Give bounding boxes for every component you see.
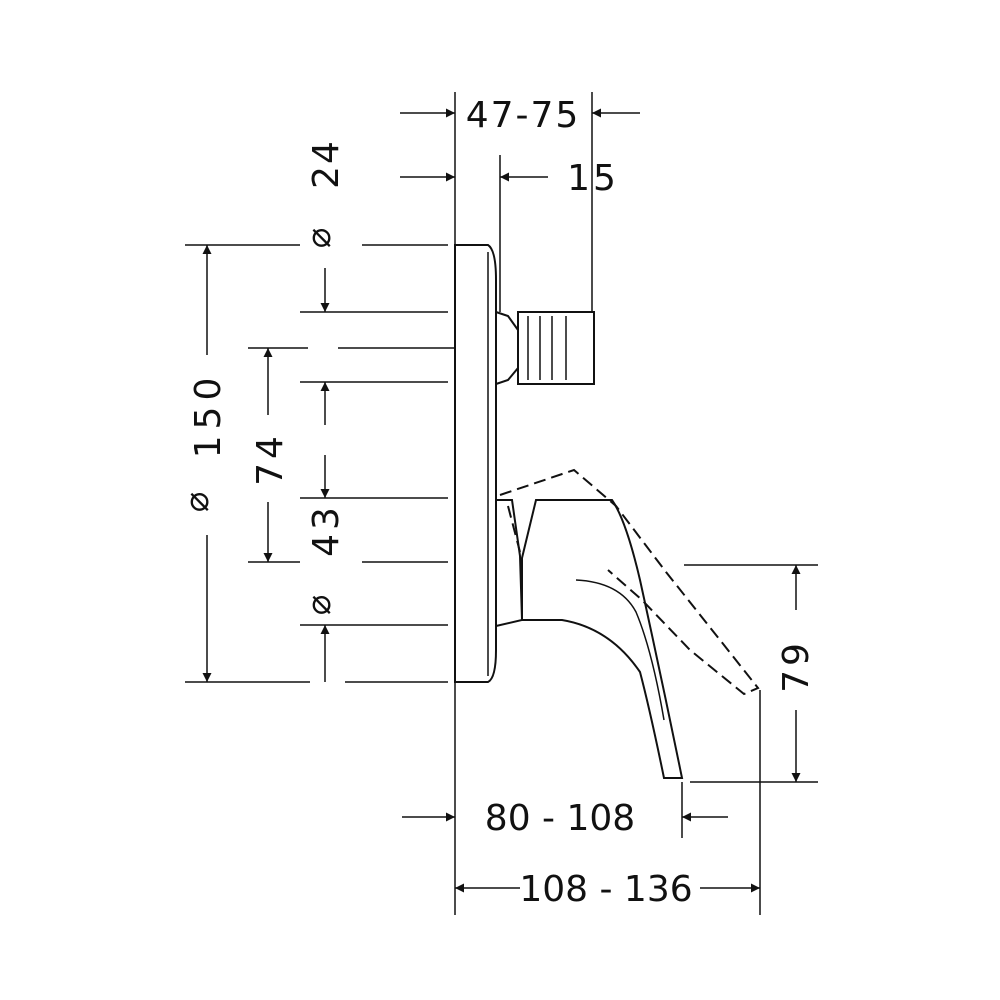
lever-raised-position — [499, 468, 760, 696]
diameter-symbols: ⌀ ⌀ ⌀ — [177, 228, 339, 615]
dim-label-80-108: 80 - 108 — [485, 798, 635, 839]
dimension-lines — [185, 92, 818, 915]
dim-label-24: 24 — [306, 139, 347, 189]
dim-label-79: 79 — [776, 639, 817, 693]
diverter-knob — [495, 311, 595, 385]
lever-handle-contour — [575, 579, 665, 721]
diameter-symbol-150: ⌀ — [177, 492, 217, 512]
lever-handle — [521, 499, 684, 779]
diameter-symbol-24: ⌀ — [299, 228, 339, 248]
diameter-symbol-43: ⌀ — [299, 595, 339, 615]
dim-label-43: 43 — [306, 503, 347, 557]
dim-label-74: 74 — [250, 432, 291, 486]
lever-base — [495, 499, 524, 627]
dim-label-15: 15 — [567, 158, 619, 199]
product-outline — [454, 244, 760, 779]
dimension-labels: 47-75 15 24 150 74 43 79 80 - 108 108 - … — [188, 95, 817, 910]
dim-label-47-75: 47-75 — [466, 95, 581, 136]
dim-label-150: 150 — [188, 372, 229, 459]
cover-plate — [454, 244, 497, 683]
dim-label-108-136: 108 - 136 — [519, 869, 692, 910]
